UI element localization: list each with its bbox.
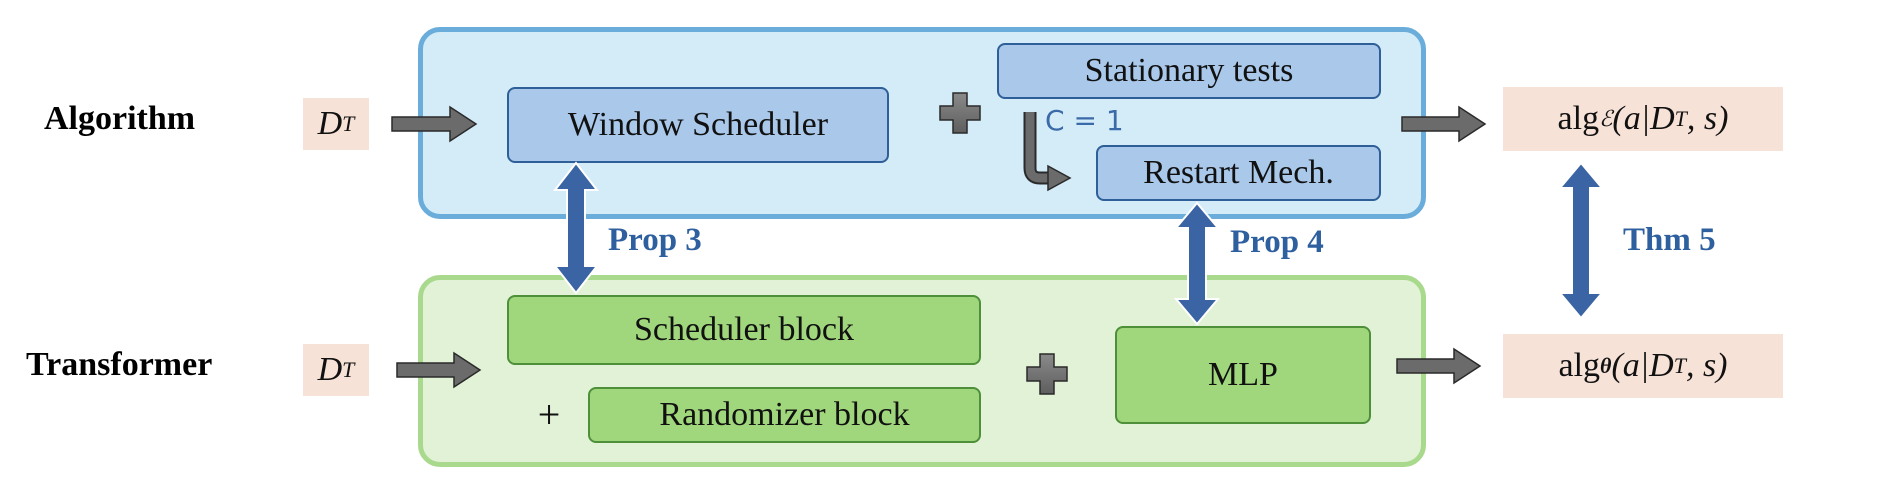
thm5-label: Thm 5 xyxy=(1623,222,1716,258)
algorithm-row-label: Algorithm xyxy=(44,100,196,137)
output-arrow-transformer xyxy=(1396,347,1482,385)
stationary-tests-box: Stationary tests xyxy=(997,43,1381,99)
plus-icon-algorithm xyxy=(939,92,981,134)
plus-sign: + xyxy=(537,391,561,437)
plus-icon-transformer xyxy=(1026,353,1068,395)
dt-sub: T xyxy=(342,111,355,136)
prop4-label: Prop 4 xyxy=(1230,224,1324,260)
mlp-box: MLP xyxy=(1115,326,1371,424)
output-args-sub: T xyxy=(1674,106,1687,131)
output-prefix: alg xyxy=(1558,347,1601,384)
dt-base: D xyxy=(317,105,343,142)
prop3-double-arrow xyxy=(552,161,600,295)
output-arrow-algorithm xyxy=(1401,105,1487,143)
condition-label: C = 1 xyxy=(1045,104,1124,137)
output-sub: ℰ xyxy=(1599,106,1613,131)
output-tail: , s) xyxy=(1686,100,1729,137)
input-arrow-transformer xyxy=(396,351,482,389)
scheduler-block-box: Scheduler block xyxy=(507,295,981,365)
thm5-double-arrow xyxy=(1557,161,1605,320)
output-args: (a|D xyxy=(1611,347,1674,384)
window-scheduler-box: Window Scheduler xyxy=(507,87,889,163)
prop4-double-arrow xyxy=(1173,201,1221,326)
output-tail: , s) xyxy=(1685,347,1728,384)
input-arrow-algorithm xyxy=(391,105,478,143)
randomizer-block-box: Randomizer block xyxy=(588,387,981,443)
prop3-label: Prop 3 xyxy=(608,222,702,258)
output-args: (a|D xyxy=(1612,100,1675,137)
dt-base: D xyxy=(317,351,343,388)
transformer-row-label: Transformer xyxy=(26,346,213,383)
bent-arrow-icon xyxy=(1023,112,1072,192)
restart-mech-box: Restart Mech. xyxy=(1096,145,1381,201)
dt-sub: T xyxy=(342,357,355,382)
output-args-sub: T xyxy=(1673,353,1686,378)
output-prefix: alg xyxy=(1557,100,1600,137)
output-sub: θ xyxy=(1600,353,1612,378)
